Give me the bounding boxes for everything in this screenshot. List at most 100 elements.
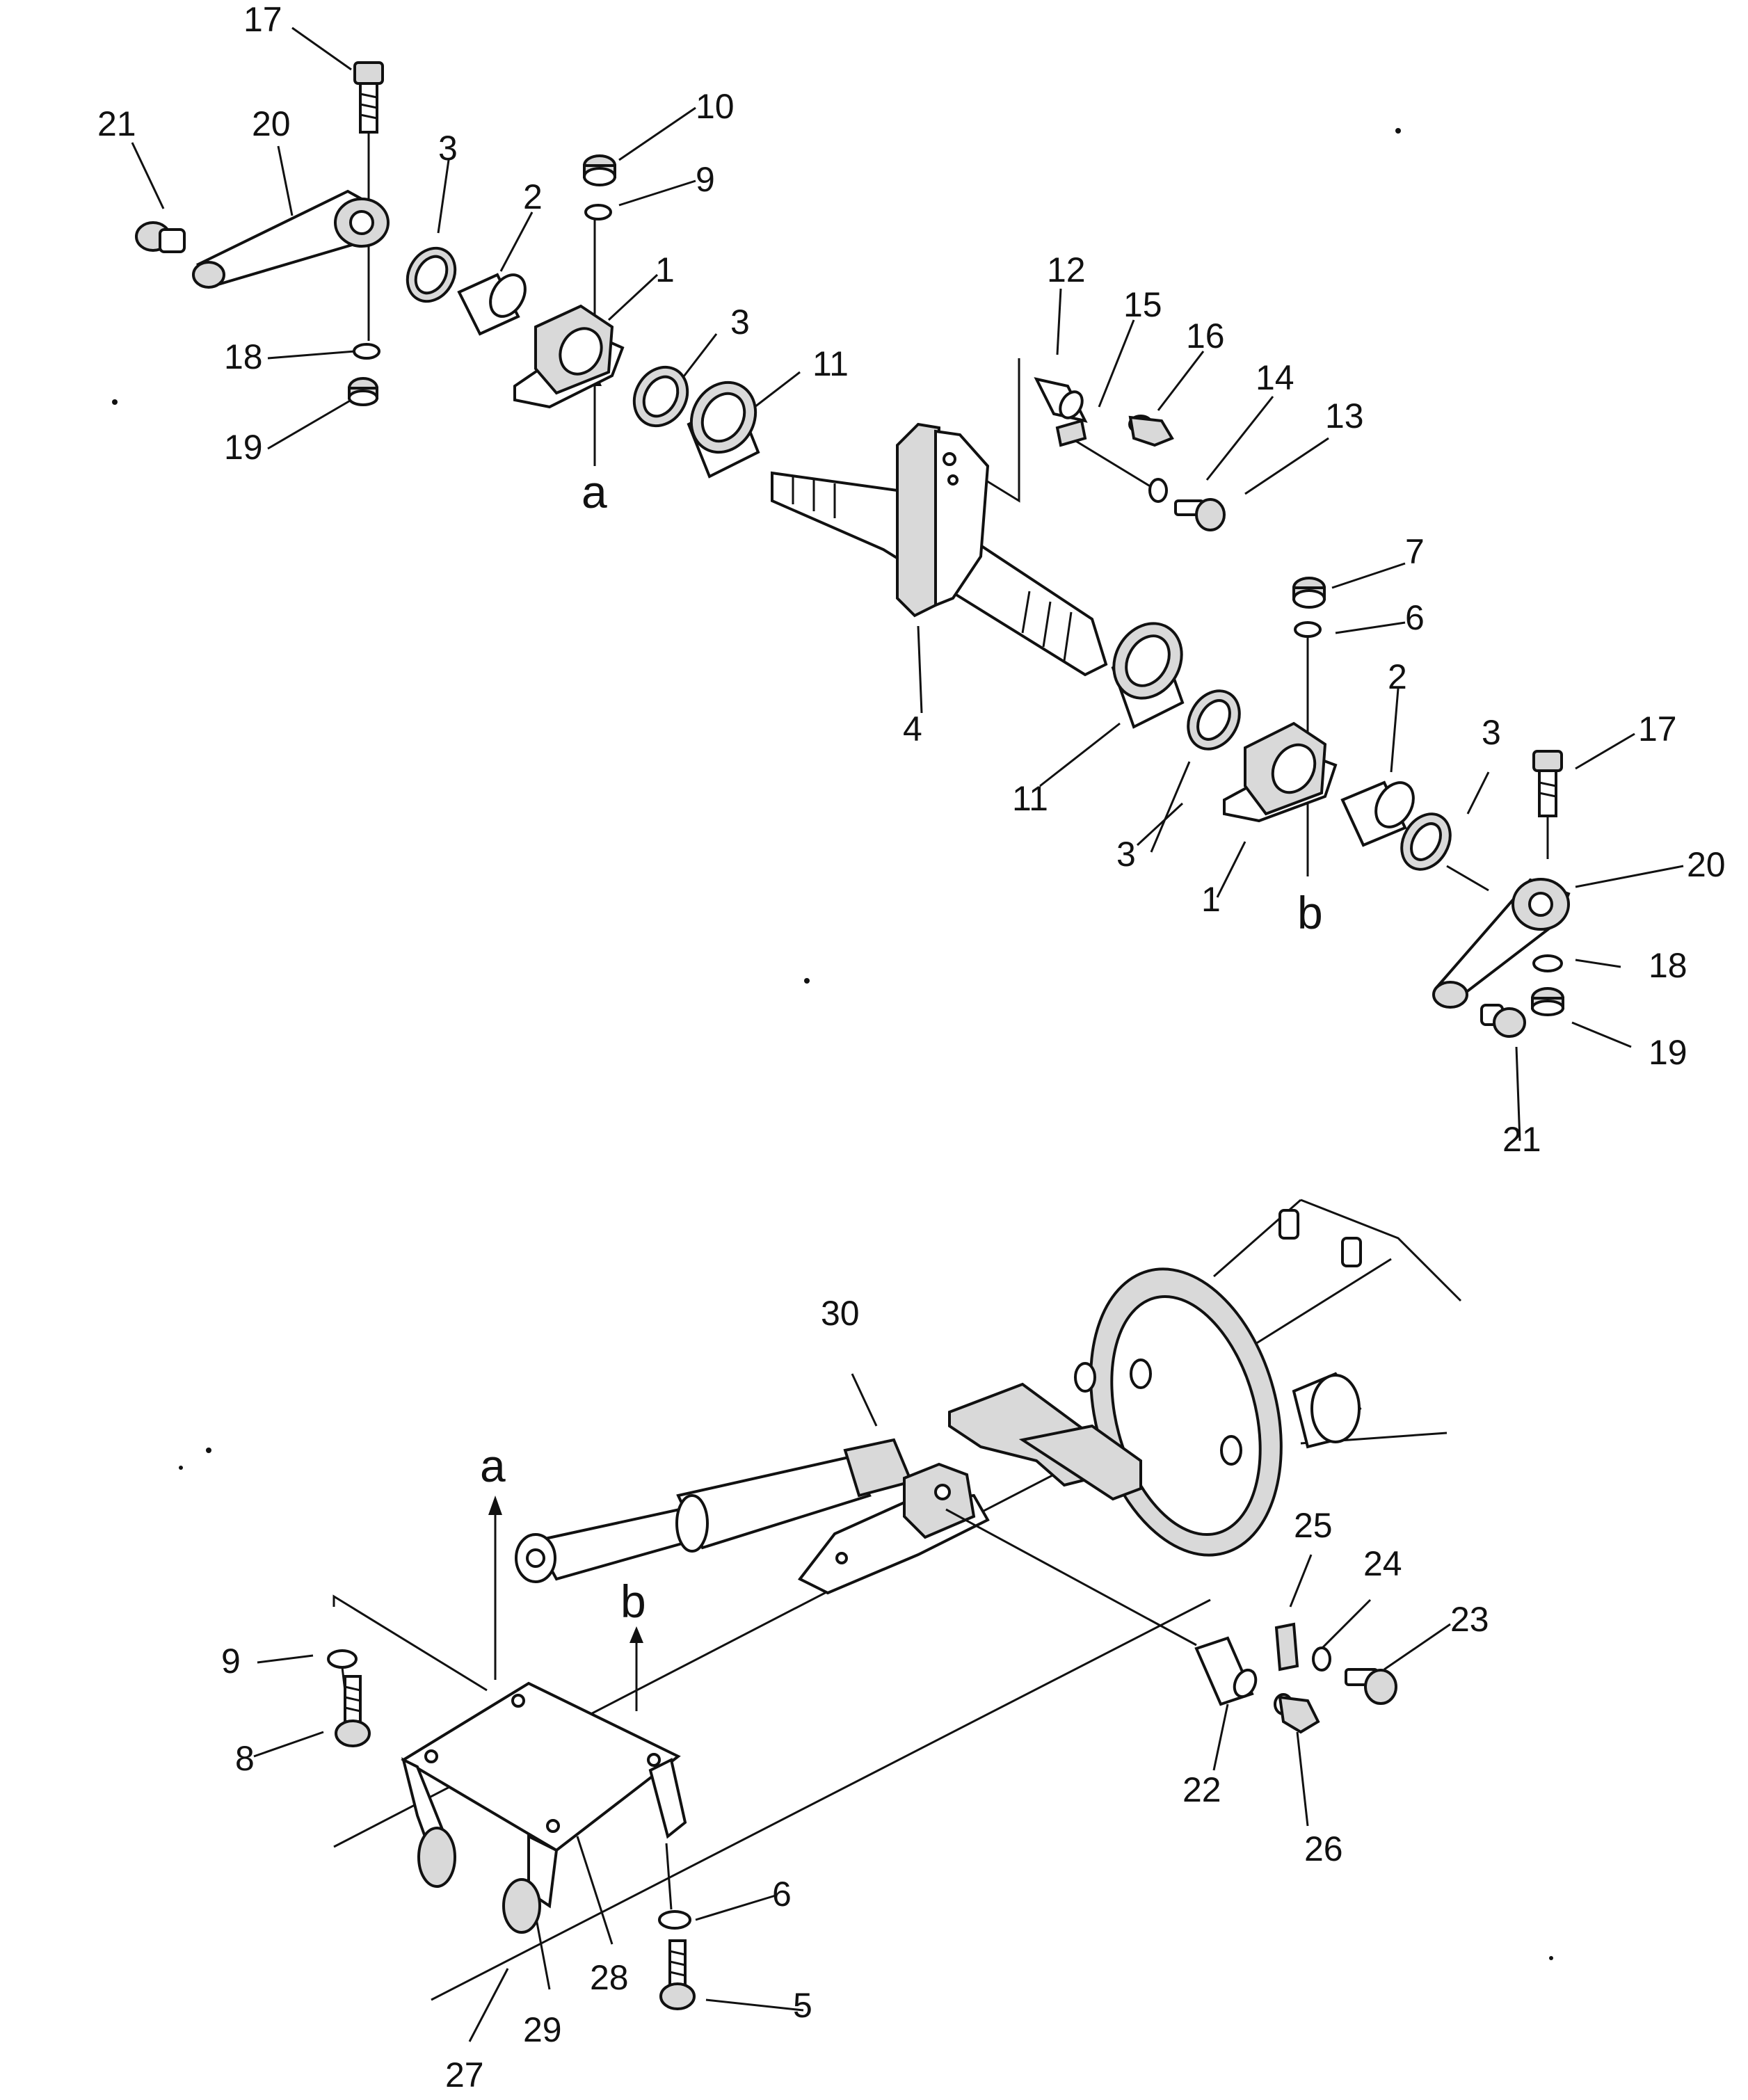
label-20: 20 bbox=[252, 104, 291, 143]
bolt-5 bbox=[659, 1939, 696, 2010]
marker-b-bottom: b bbox=[620, 1576, 646, 1627]
washer-9-bottom bbox=[327, 1649, 358, 1669]
snap-ring-14 bbox=[1148, 478, 1168, 503]
label-1: 1 bbox=[1201, 880, 1221, 919]
bolt-17-left bbox=[353, 61, 384, 134]
label-3: 3 bbox=[438, 129, 458, 168]
label-10: 10 bbox=[696, 87, 735, 126]
label-29: 29 bbox=[523, 2010, 562, 2049]
pin-21-left bbox=[135, 221, 186, 253]
washer-18-right bbox=[1532, 954, 1563, 972]
marker-a-bottom: a bbox=[480, 1440, 506, 1491]
label-19: 19 bbox=[1649, 1033, 1687, 1072]
cylinder-30 bbox=[515, 1438, 913, 1583]
label-5: 5 bbox=[793, 1986, 812, 2025]
scan-marks bbox=[112, 128, 1553, 1960]
label-12: 12 bbox=[1047, 250, 1086, 289]
label-9: 9 bbox=[221, 1642, 241, 1681]
label-23: 23 bbox=[1450, 1600, 1489, 1639]
arrow-b-bottom bbox=[630, 1626, 643, 1711]
label-28: 28 bbox=[590, 1958, 629, 1997]
bearing-11-left bbox=[687, 380, 760, 479]
label-25: 25 bbox=[1294, 1506, 1333, 1545]
label-1: 1 bbox=[655, 250, 675, 289]
snap-ring-24 bbox=[1312, 1646, 1331, 1672]
label-11: 11 bbox=[1012, 779, 1048, 818]
label-18: 18 bbox=[224, 337, 263, 376]
label-18: 18 bbox=[1649, 946, 1687, 985]
label-27: 27 bbox=[445, 2055, 484, 2094]
pin-12 bbox=[1034, 377, 1088, 423]
arrow-a-bottom bbox=[488, 1496, 502, 1680]
bolt-13 bbox=[1174, 498, 1226, 531]
bolt-23 bbox=[1345, 1668, 1397, 1705]
label-2: 2 bbox=[1388, 657, 1407, 696]
leader-lines-bottom bbox=[253, 1373, 1451, 2042]
arm-20-right bbox=[1432, 878, 1571, 1009]
seal-3-center-left bbox=[632, 365, 689, 428]
washer-18-left bbox=[353, 343, 380, 360]
plate-25 bbox=[1274, 1622, 1299, 1672]
bracket-1-left bbox=[513, 304, 625, 409]
callout-labels-top: 17 21 20 3 2 10 9 1 18 19 a 3 11 12 15 1… bbox=[97, 0, 1726, 1159]
label-3: 3 bbox=[1482, 713, 1501, 752]
frame-outline bbox=[333, 1199, 1462, 2001]
bolt-8 bbox=[335, 1675, 371, 1747]
label-3: 3 bbox=[730, 303, 750, 342]
bushing-2-right bbox=[1340, 780, 1415, 847]
pin-21-right bbox=[1480, 1004, 1526, 1038]
plate-15 bbox=[1055, 419, 1087, 447]
label-26: 26 bbox=[1304, 1829, 1343, 1868]
fitting-26 bbox=[1274, 1693, 1320, 1734]
label-8: 8 bbox=[235, 1739, 255, 1778]
hub-bracket bbox=[948, 1382, 1142, 1501]
label-30: 30 bbox=[821, 1294, 860, 1333]
seal-3-left bbox=[406, 246, 457, 303]
leader-lines-top bbox=[131, 26, 1684, 1141]
label-17: 17 bbox=[1638, 710, 1677, 748]
label-14: 14 bbox=[1256, 358, 1294, 397]
nut-19-left bbox=[348, 377, 378, 406]
washer-6-bottom bbox=[658, 1910, 691, 1930]
arm-20-left bbox=[192, 189, 390, 289]
label-7: 7 bbox=[1405, 532, 1425, 571]
seal-3-right bbox=[1400, 812, 1452, 871]
bearing-11-right bbox=[1111, 622, 1185, 729]
label-15: 15 bbox=[1123, 285, 1162, 324]
label-17: 17 bbox=[243, 0, 282, 39]
bushing-2-left bbox=[457, 273, 527, 336]
label-2: 2 bbox=[523, 177, 543, 216]
label-3: 3 bbox=[1116, 835, 1136, 874]
seal-3-center-right bbox=[1187, 689, 1241, 751]
label-4: 4 bbox=[903, 710, 922, 748]
fitting-16 bbox=[1128, 415, 1174, 447]
label-19: 19 bbox=[224, 428, 263, 467]
label-16: 16 bbox=[1186, 316, 1225, 355]
callout-labels-bottom: 30 25 24 23 9 8 22 26 6 5 28 29 27 a b bbox=[221, 1294, 1489, 2094]
pad-27 bbox=[417, 1827, 456, 1888]
label-6: 6 bbox=[772, 1875, 792, 1914]
label-24: 24 bbox=[1363, 1544, 1402, 1583]
washer-9-top bbox=[584, 204, 612, 221]
nut-19-right bbox=[1531, 987, 1564, 1016]
pad-29 bbox=[502, 1878, 541, 1934]
nut-10 bbox=[583, 154, 616, 186]
bolt-17-right bbox=[1532, 750, 1563, 817]
nut-7 bbox=[1292, 577, 1326, 609]
label-6: 6 bbox=[1405, 598, 1425, 637]
label-21: 21 bbox=[97, 104, 136, 143]
marker-b-top: b bbox=[1297, 887, 1323, 938]
bracket-1-right bbox=[1223, 721, 1338, 823]
label-20: 20 bbox=[1687, 845, 1726, 884]
label-13: 13 bbox=[1325, 396, 1364, 435]
pin-22 bbox=[1194, 1636, 1258, 1706]
marker-a-top: a bbox=[582, 466, 607, 518]
clevis-bracket bbox=[797, 1462, 990, 1595]
shaft-4 bbox=[771, 422, 1108, 677]
label-21: 21 bbox=[1502, 1120, 1541, 1159]
label-9: 9 bbox=[696, 160, 715, 199]
washer-6-top bbox=[1294, 621, 1322, 638]
label-11: 11 bbox=[812, 344, 849, 383]
